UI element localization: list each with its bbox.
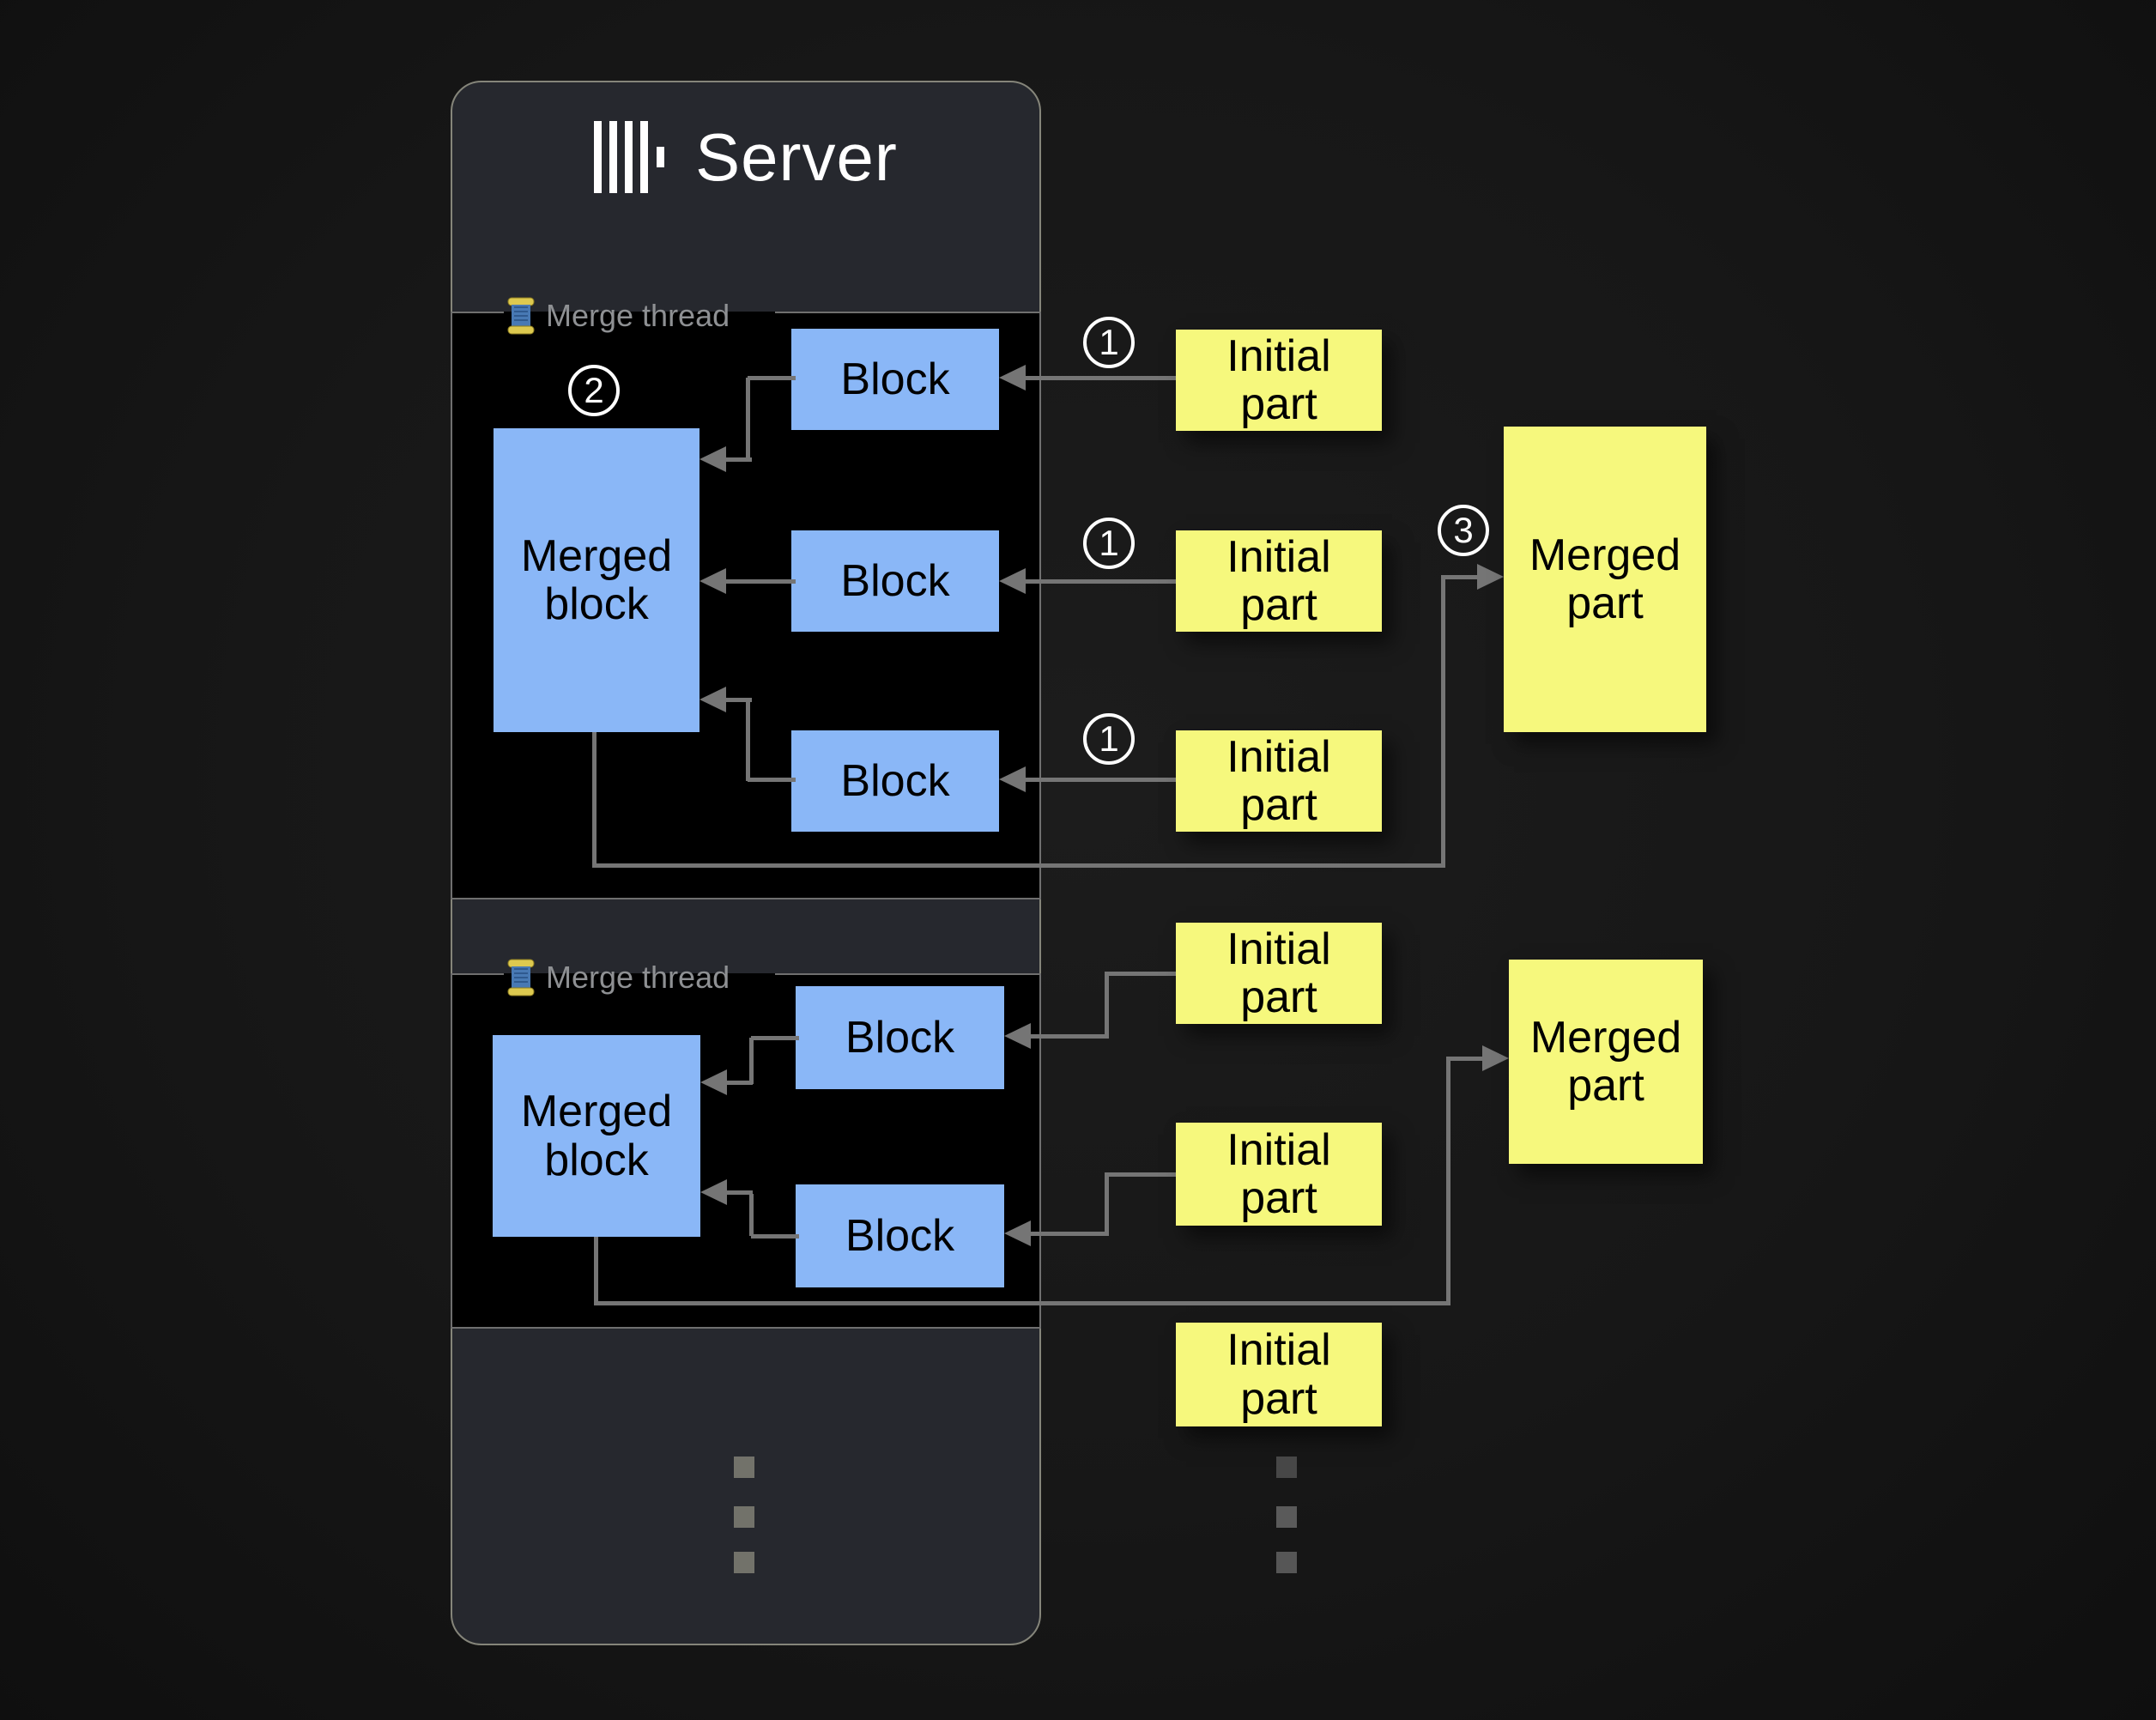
thread2-block-2: Block xyxy=(796,1184,1004,1287)
connector-line xyxy=(1441,575,1478,579)
connector-line xyxy=(724,457,752,462)
thread2-block-1-label: Block xyxy=(845,1012,955,1063)
initial-part-label: Initial part xyxy=(1226,924,1331,1022)
connector-line xyxy=(748,778,796,782)
thread1-block-3: Block xyxy=(791,730,999,832)
connector-line xyxy=(1025,778,1176,782)
dot xyxy=(1276,1457,1297,1478)
arrowhead xyxy=(999,568,1026,594)
step-badge-1: 1 xyxy=(1083,518,1135,569)
panel1-border-segment xyxy=(775,312,1041,313)
connector-line xyxy=(594,1237,598,1305)
thread2-block-1: Block xyxy=(796,986,1004,1089)
arrowhead xyxy=(699,446,726,472)
connector-line xyxy=(724,1081,753,1085)
initial-part-label: Initial part xyxy=(1226,1124,1331,1223)
connector-line xyxy=(1030,1232,1109,1236)
merged-block-2: Merged block xyxy=(493,1035,700,1237)
merged-part-2: Merged part xyxy=(1509,960,1703,1164)
connector-line xyxy=(724,698,752,702)
thread2-block-2-label: Block xyxy=(845,1210,955,1261)
merged-part-1: Merged part xyxy=(1504,427,1706,732)
merge-thread-label-text: Merge thread xyxy=(546,298,730,333)
merged-block-2-label: Merged block xyxy=(520,1087,673,1185)
thread1-block-2-label: Block xyxy=(840,555,950,606)
panel2-border-segment xyxy=(451,973,504,975)
merge-thread-label-2: Merge thread xyxy=(506,957,730,998)
clickhouse-logo-icon xyxy=(594,121,665,193)
arrowhead xyxy=(1482,1045,1509,1071)
server-header: Server xyxy=(451,118,1041,196)
connector-line xyxy=(751,1234,799,1239)
connector-line xyxy=(1025,376,1176,380)
thread1-block-1-label: Block xyxy=(840,354,950,404)
connector-line xyxy=(1446,1057,1483,1061)
connector-line xyxy=(592,732,597,867)
arrowhead xyxy=(700,1069,727,1095)
arrowhead xyxy=(699,687,726,712)
merged-block-1-label: Merged block xyxy=(520,530,673,629)
thread1-block-1: Block xyxy=(791,329,999,430)
connector-line xyxy=(1441,575,1445,868)
initial-part-label: Initial part xyxy=(1226,731,1331,830)
panel1-border-segment xyxy=(451,312,504,313)
arrowhead xyxy=(699,568,726,594)
initial-part: Initial part xyxy=(1176,330,1382,431)
connector-line xyxy=(724,1190,753,1195)
dot xyxy=(734,1506,754,1528)
connector-line xyxy=(1105,972,1109,1038)
arrowhead xyxy=(1477,564,1504,590)
connector-line xyxy=(746,701,750,781)
connector-line xyxy=(1105,1172,1109,1235)
initial-part-label: Initial part xyxy=(1226,330,1331,429)
connector-line xyxy=(751,1036,799,1040)
connector-line xyxy=(1106,972,1176,976)
step-badge-1: 1 xyxy=(1083,713,1135,765)
merged-part-1-label: Merged part xyxy=(1529,530,1681,628)
arrowhead xyxy=(1004,1023,1031,1049)
step-badge-2: 2 xyxy=(568,365,620,416)
connector-line xyxy=(1106,1172,1176,1177)
initial-part-label: Initial part xyxy=(1226,1325,1331,1424)
initial-part: Initial part xyxy=(1176,730,1382,832)
connector-line xyxy=(594,1301,1450,1305)
thread1-block-2: Block xyxy=(791,530,999,632)
thread-spool-icon xyxy=(507,297,535,335)
connector-line xyxy=(1030,1034,1109,1039)
connector-line xyxy=(746,378,750,461)
initial-part-label: Initial part xyxy=(1226,531,1331,630)
initial-part: Initial part xyxy=(1176,1123,1382,1226)
merge-thread-label-1: Merge thread xyxy=(506,295,730,336)
connector-line xyxy=(749,1194,754,1236)
merge-thread-label-text: Merge thread xyxy=(546,960,730,995)
dot xyxy=(734,1457,754,1478)
merged-part-2-label: Merged part xyxy=(1529,1012,1682,1111)
connector-line xyxy=(592,863,1444,868)
dot xyxy=(1276,1506,1297,1528)
initial-part: Initial part xyxy=(1176,1323,1382,1426)
initial-part: Initial part xyxy=(1176,923,1382,1024)
arrowhead xyxy=(999,766,1026,792)
arrowhead xyxy=(1004,1220,1031,1246)
connector-line xyxy=(1025,579,1176,584)
server-title: Server xyxy=(695,119,898,195)
thread-spool-icon xyxy=(507,959,535,996)
dot xyxy=(1276,1552,1297,1573)
dot xyxy=(734,1552,754,1573)
connector-line xyxy=(748,376,796,380)
panel2-border-segment xyxy=(775,973,1041,975)
arrowhead xyxy=(700,1179,727,1205)
arrowhead xyxy=(999,365,1026,391)
connector-line xyxy=(724,579,796,584)
connector-line xyxy=(749,1038,754,1084)
connector-line xyxy=(1446,1057,1450,1305)
thread1-block-3-label: Block xyxy=(840,755,950,806)
step-badge-1: 1 xyxy=(1083,317,1135,368)
initial-part: Initial part xyxy=(1176,530,1382,632)
step-badge-3: 3 xyxy=(1438,505,1489,556)
merged-block-1: Merged block xyxy=(494,428,699,732)
